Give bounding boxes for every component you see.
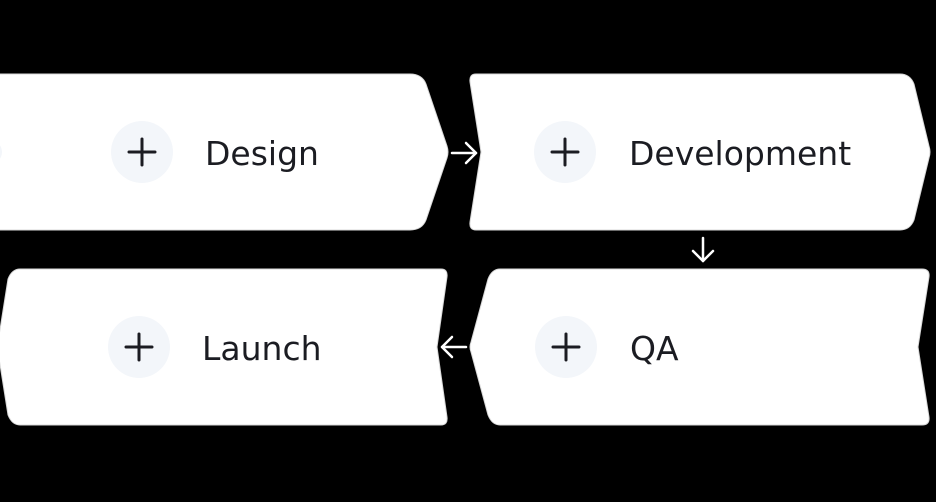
- arrow-right-icon: [450, 141, 478, 165]
- step-card: [0, 268, 448, 426]
- step-label: Development: [629, 134, 851, 173]
- step-label: QA: [630, 329, 679, 368]
- step-label: Launch: [202, 329, 322, 368]
- arrow-left-icon: [440, 335, 468, 359]
- step-development[interactable]: Development: [469, 73, 931, 231]
- step-card: [469, 268, 930, 426]
- step-label: Design: [205, 134, 319, 173]
- plus-icon[interactable]: [551, 332, 581, 362]
- plus-icon[interactable]: [127, 137, 157, 167]
- step-card: [0, 73, 449, 231]
- plus-icon[interactable]: [124, 332, 154, 362]
- step-card: [469, 73, 931, 231]
- arrow-down-icon: [691, 236, 715, 263]
- step-left-marker: [0, 145, 2, 159]
- step-design[interactable]: Design: [0, 73, 449, 231]
- plus-icon[interactable]: [550, 137, 580, 167]
- step-qa[interactable]: QA: [469, 268, 930, 426]
- step-launch[interactable]: Launch: [0, 268, 448, 426]
